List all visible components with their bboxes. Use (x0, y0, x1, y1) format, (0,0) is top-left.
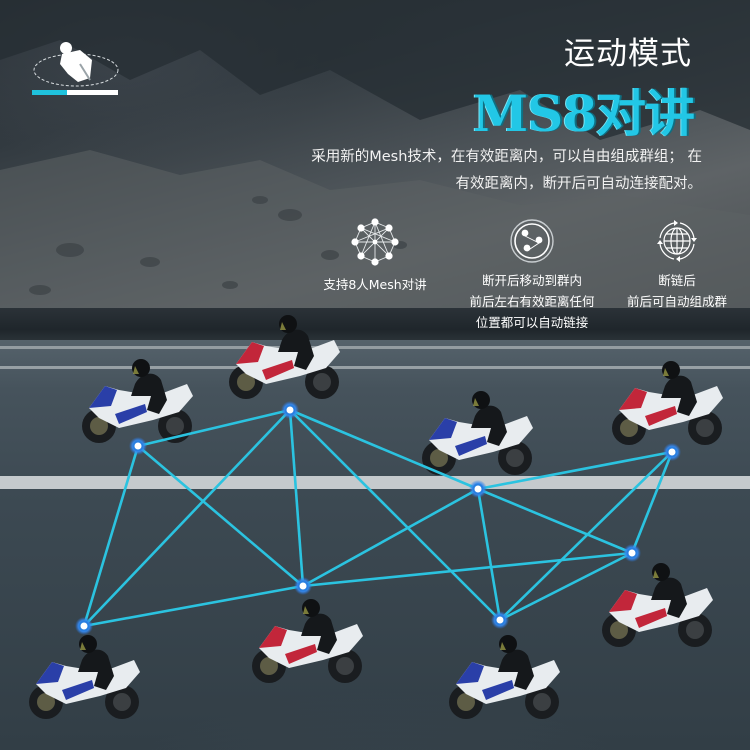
description-line: 采用新的Mesh技术，在有效距离内，可以自由组成群组； 在 (311, 149, 702, 165)
motorcycle-rider-logo-icon (33, 42, 119, 87)
motorcycle-rider (29, 635, 140, 719)
horizon-treeline (0, 308, 750, 344)
motorcycle-rider (612, 361, 723, 445)
mode-title: 运动模式 (564, 36, 692, 72)
feature-caption: 支持8人Mesh对讲 (323, 277, 427, 292)
logo-underline (32, 90, 118, 95)
product-title: MS8对讲 (472, 84, 695, 143)
feature-caption: 前后可自动组成群 (626, 294, 727, 309)
motorcycle-rider (229, 315, 340, 399)
logo-underline-accent (32, 90, 67, 95)
feature-caption: 断链后 (658, 273, 696, 288)
lane-line (0, 366, 750, 369)
motorcycle-rider (252, 599, 363, 683)
feature-caption: 位置都可以自动链接 (475, 315, 589, 330)
motorcycle-rider (449, 635, 560, 719)
motorcycle-rider (602, 563, 713, 647)
feature-caption: 前后左右有效距离任何 (469, 294, 595, 309)
globe-refresh-icon (657, 220, 697, 262)
feature-auto-regroup: 断链后 前后可自动组成群 (612, 218, 742, 312)
motorcycle-rider (82, 359, 193, 443)
motorcycle-rider (422, 391, 533, 475)
feature-caption: 断开后移动到群内 (481, 273, 582, 288)
lane-line (0, 346, 750, 349)
description: 采用新的Mesh技术，在有效距离内，可以自由组成群组； 在 有效距离内，断开后可… (182, 144, 702, 198)
description-line: 有效距离内，断开后可自动连接配对。 (455, 176, 703, 192)
mesh-network-icon (351, 218, 399, 266)
lane-divider (0, 476, 750, 489)
feature-mesh-8-person: 支持8人Mesh对讲 (305, 216, 445, 295)
feature-auto-link-in-range: 断开后移动到群内 前后左右有效距离任何 位置都可以自动链接 (452, 218, 612, 333)
location-link-icon (510, 219, 554, 263)
